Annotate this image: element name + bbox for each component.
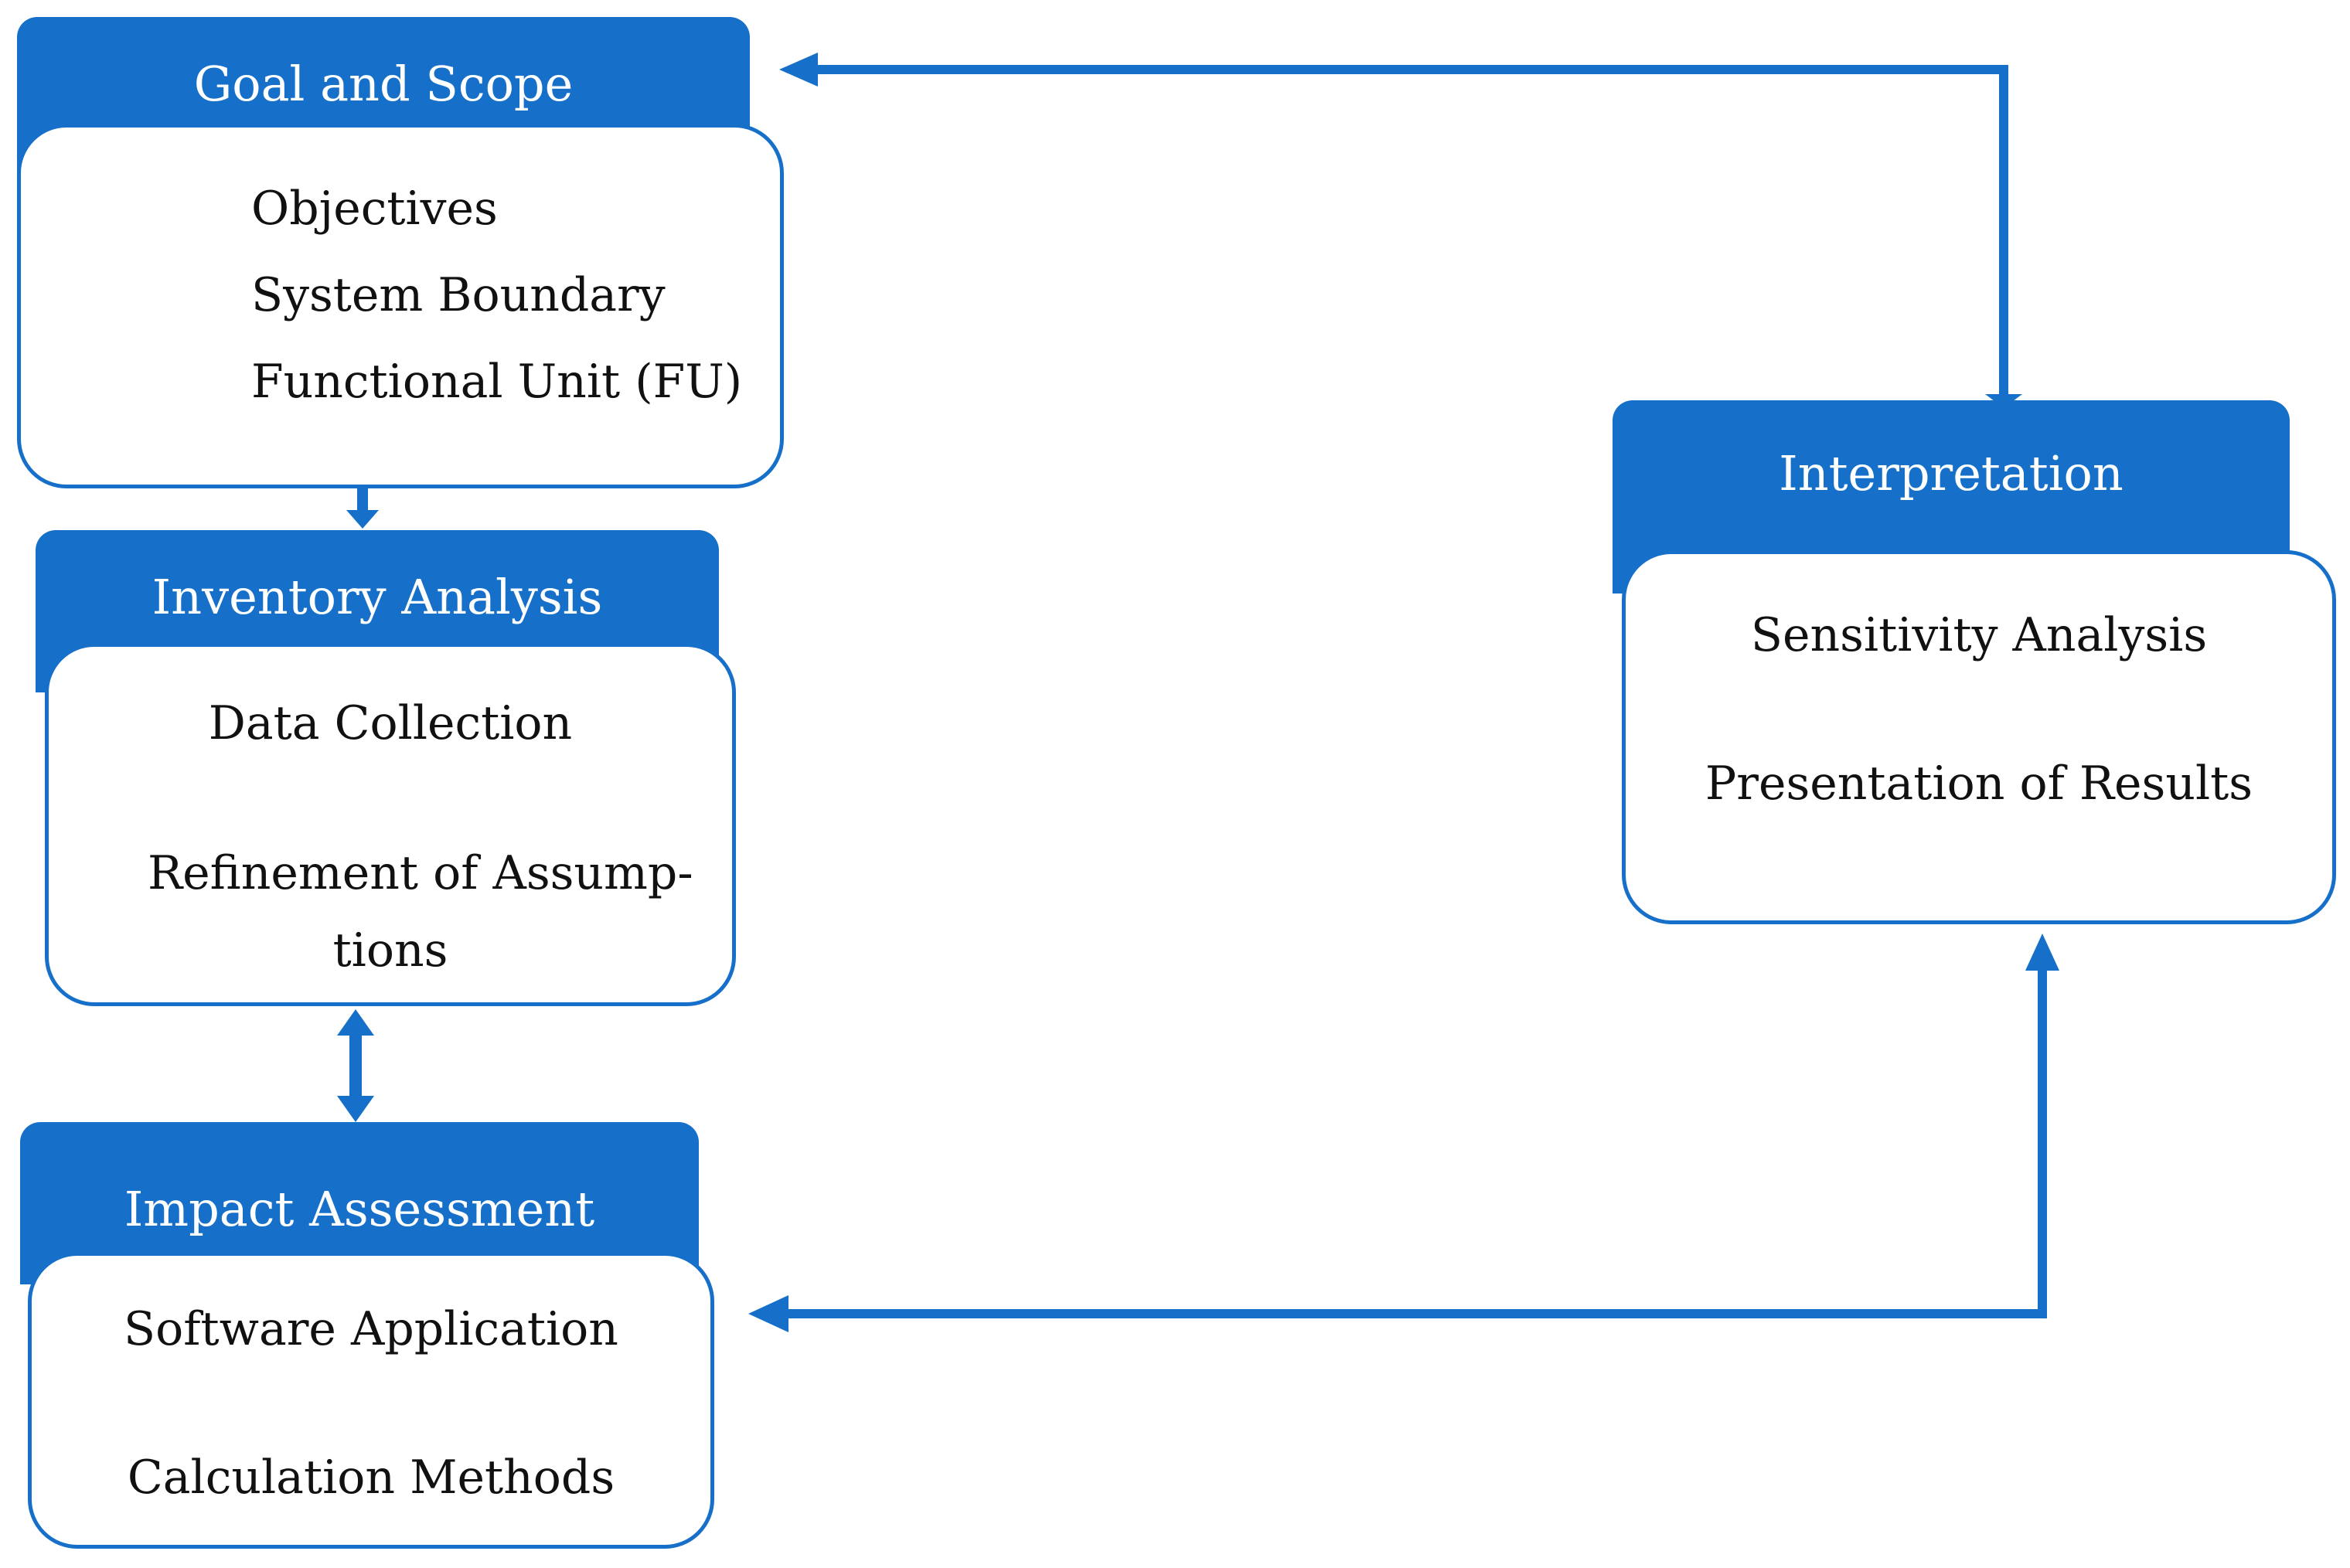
impact-title: Impact Assessment xyxy=(124,1181,595,1237)
interpretation-item-sensitivity: Sensitivity Analysis xyxy=(1750,608,2208,662)
interpretation-title: Interpretation xyxy=(1779,445,2124,502)
inventory-card: Data Collection Refinement of Assump- ti… xyxy=(45,643,736,1006)
inventory-item-data-collection: Data Collection xyxy=(208,696,573,750)
inventory-item-refinement: Refinement of Assump- xyxy=(148,846,693,900)
interpretation-item-presentation: Presentation of Results xyxy=(1705,757,2253,811)
impact-item-calculation: Calculation Methods xyxy=(127,1451,615,1505)
goal-scope-title: Goal and Scope xyxy=(193,56,574,112)
arrow-impact-to-interpretation xyxy=(748,934,2059,1332)
arrow-interpretation-to-goal xyxy=(779,53,2022,408)
inventory-title: Inventory Analysis xyxy=(152,569,603,625)
interpretation-card: Sensitivity Analysis Presentation of Res… xyxy=(1622,550,2336,924)
inventory-item-refinement-cont: tions xyxy=(332,923,448,978)
goal-scope-item-functional-unit: Functional Unit (FU) xyxy=(251,355,743,409)
impact-item-software: Software Application xyxy=(124,1302,618,1356)
goal-scope-item-system-boundary: System Boundary xyxy=(251,268,666,322)
arrow-inventory-impact xyxy=(337,1009,374,1122)
impact-card: Software Application Calculation Methods xyxy=(28,1252,714,1549)
goal-scope-item-objectives: Objectives xyxy=(251,182,498,236)
arrow-goal-to-inventory xyxy=(346,488,379,529)
goal-scope-card: Objectives System Boundary Functional Un… xyxy=(17,124,784,488)
